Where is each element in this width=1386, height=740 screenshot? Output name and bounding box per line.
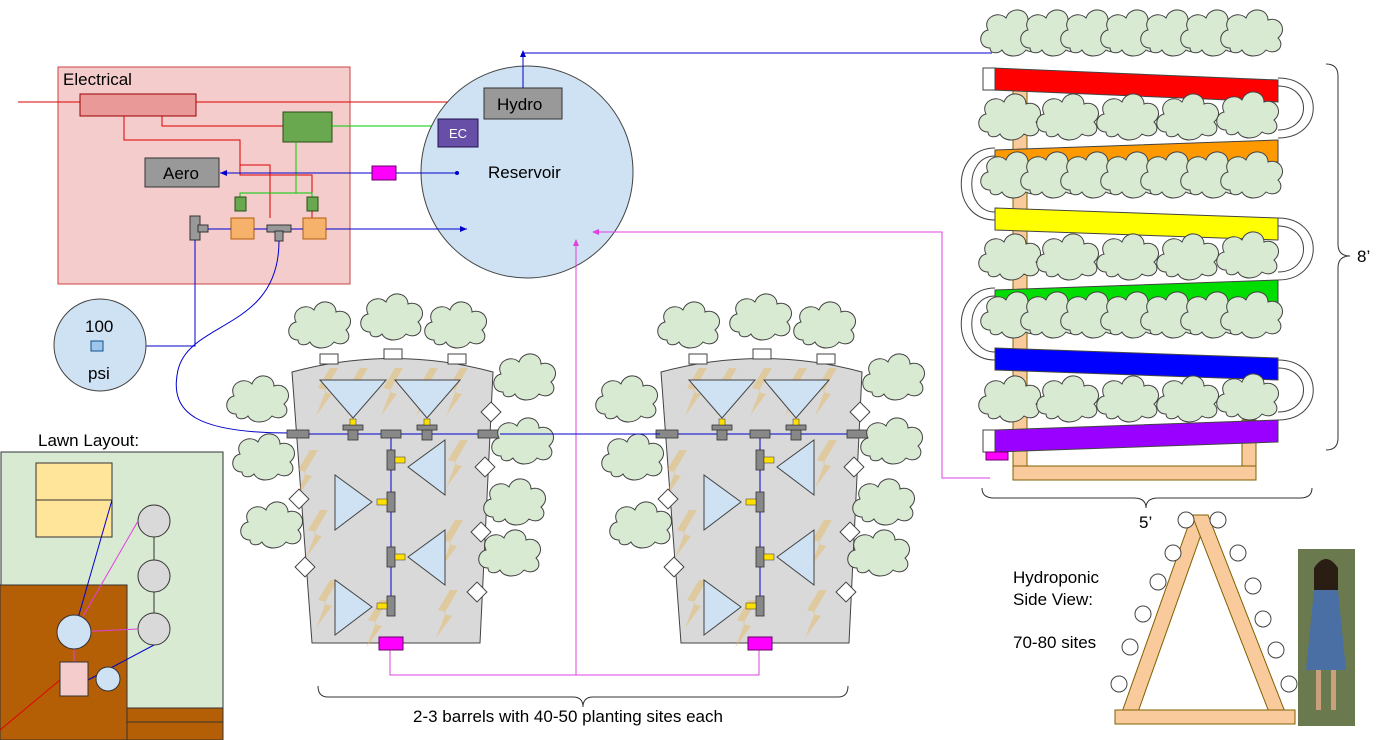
ec-label: EC (449, 126, 467, 141)
barrel-1 (226, 293, 557, 651)
reservoir: Reservoir Hydro EC (420, 65, 634, 279)
height-label: 8’ (1357, 247, 1370, 266)
electrical-label: Electrical (63, 70, 132, 89)
water-lines (105, 50, 992, 434)
reservoir-label: Reservoir (488, 163, 561, 182)
gauge-unit: psi (88, 364, 110, 383)
aero-unit (144, 157, 220, 188)
pump-left (230, 217, 255, 240)
sites-label: 70-80 sites (1013, 633, 1096, 652)
solenoid-left (234, 196, 247, 212)
lawn-layout: Lawn Layout: (0, 431, 224, 740)
drain-pump-panel (371, 165, 397, 181)
pump-right (302, 217, 327, 240)
side-view-line1: Hydroponic (1013, 568, 1099, 587)
controller-box (282, 111, 333, 143)
side-view: Hydroponic Side View: 70-80 sites (1013, 511, 1298, 725)
aero-label: Aero (163, 164, 199, 183)
person-photo (1298, 549, 1355, 726)
barrels-brace: 2-3 barrels with 40-50 planting sites ea… (317, 685, 849, 726)
tube-yellow (994, 207, 1279, 241)
ec-sensor (437, 118, 479, 148)
power-strip (79, 93, 197, 117)
drain-lines (389, 229, 990, 676)
hydro-label: Hydro (497, 95, 542, 114)
pressure-gauge: 100 psi (53, 298, 147, 392)
solenoid-right (306, 196, 319, 212)
hydroponic-tower: 8’ 5’ (960, 9, 1370, 532)
tube-purple (994, 419, 1279, 453)
barrel-2 (596, 294, 925, 650)
barrels-caption: 2-3 barrels with 40-50 planting sites ea… (413, 707, 723, 726)
side-view-line2: Side View: (1013, 590, 1093, 609)
drain-pump-barrel-1 (378, 636, 404, 651)
gauge-value: 100 (85, 317, 113, 336)
lawn-layout-label: Lawn Layout: (38, 431, 139, 450)
tube-blue (994, 347, 1279, 381)
electrical-panel: Electrical Aero (18, 66, 484, 285)
drain-pump-tower (985, 451, 1009, 461)
width-label: 5’ (1139, 513, 1152, 532)
